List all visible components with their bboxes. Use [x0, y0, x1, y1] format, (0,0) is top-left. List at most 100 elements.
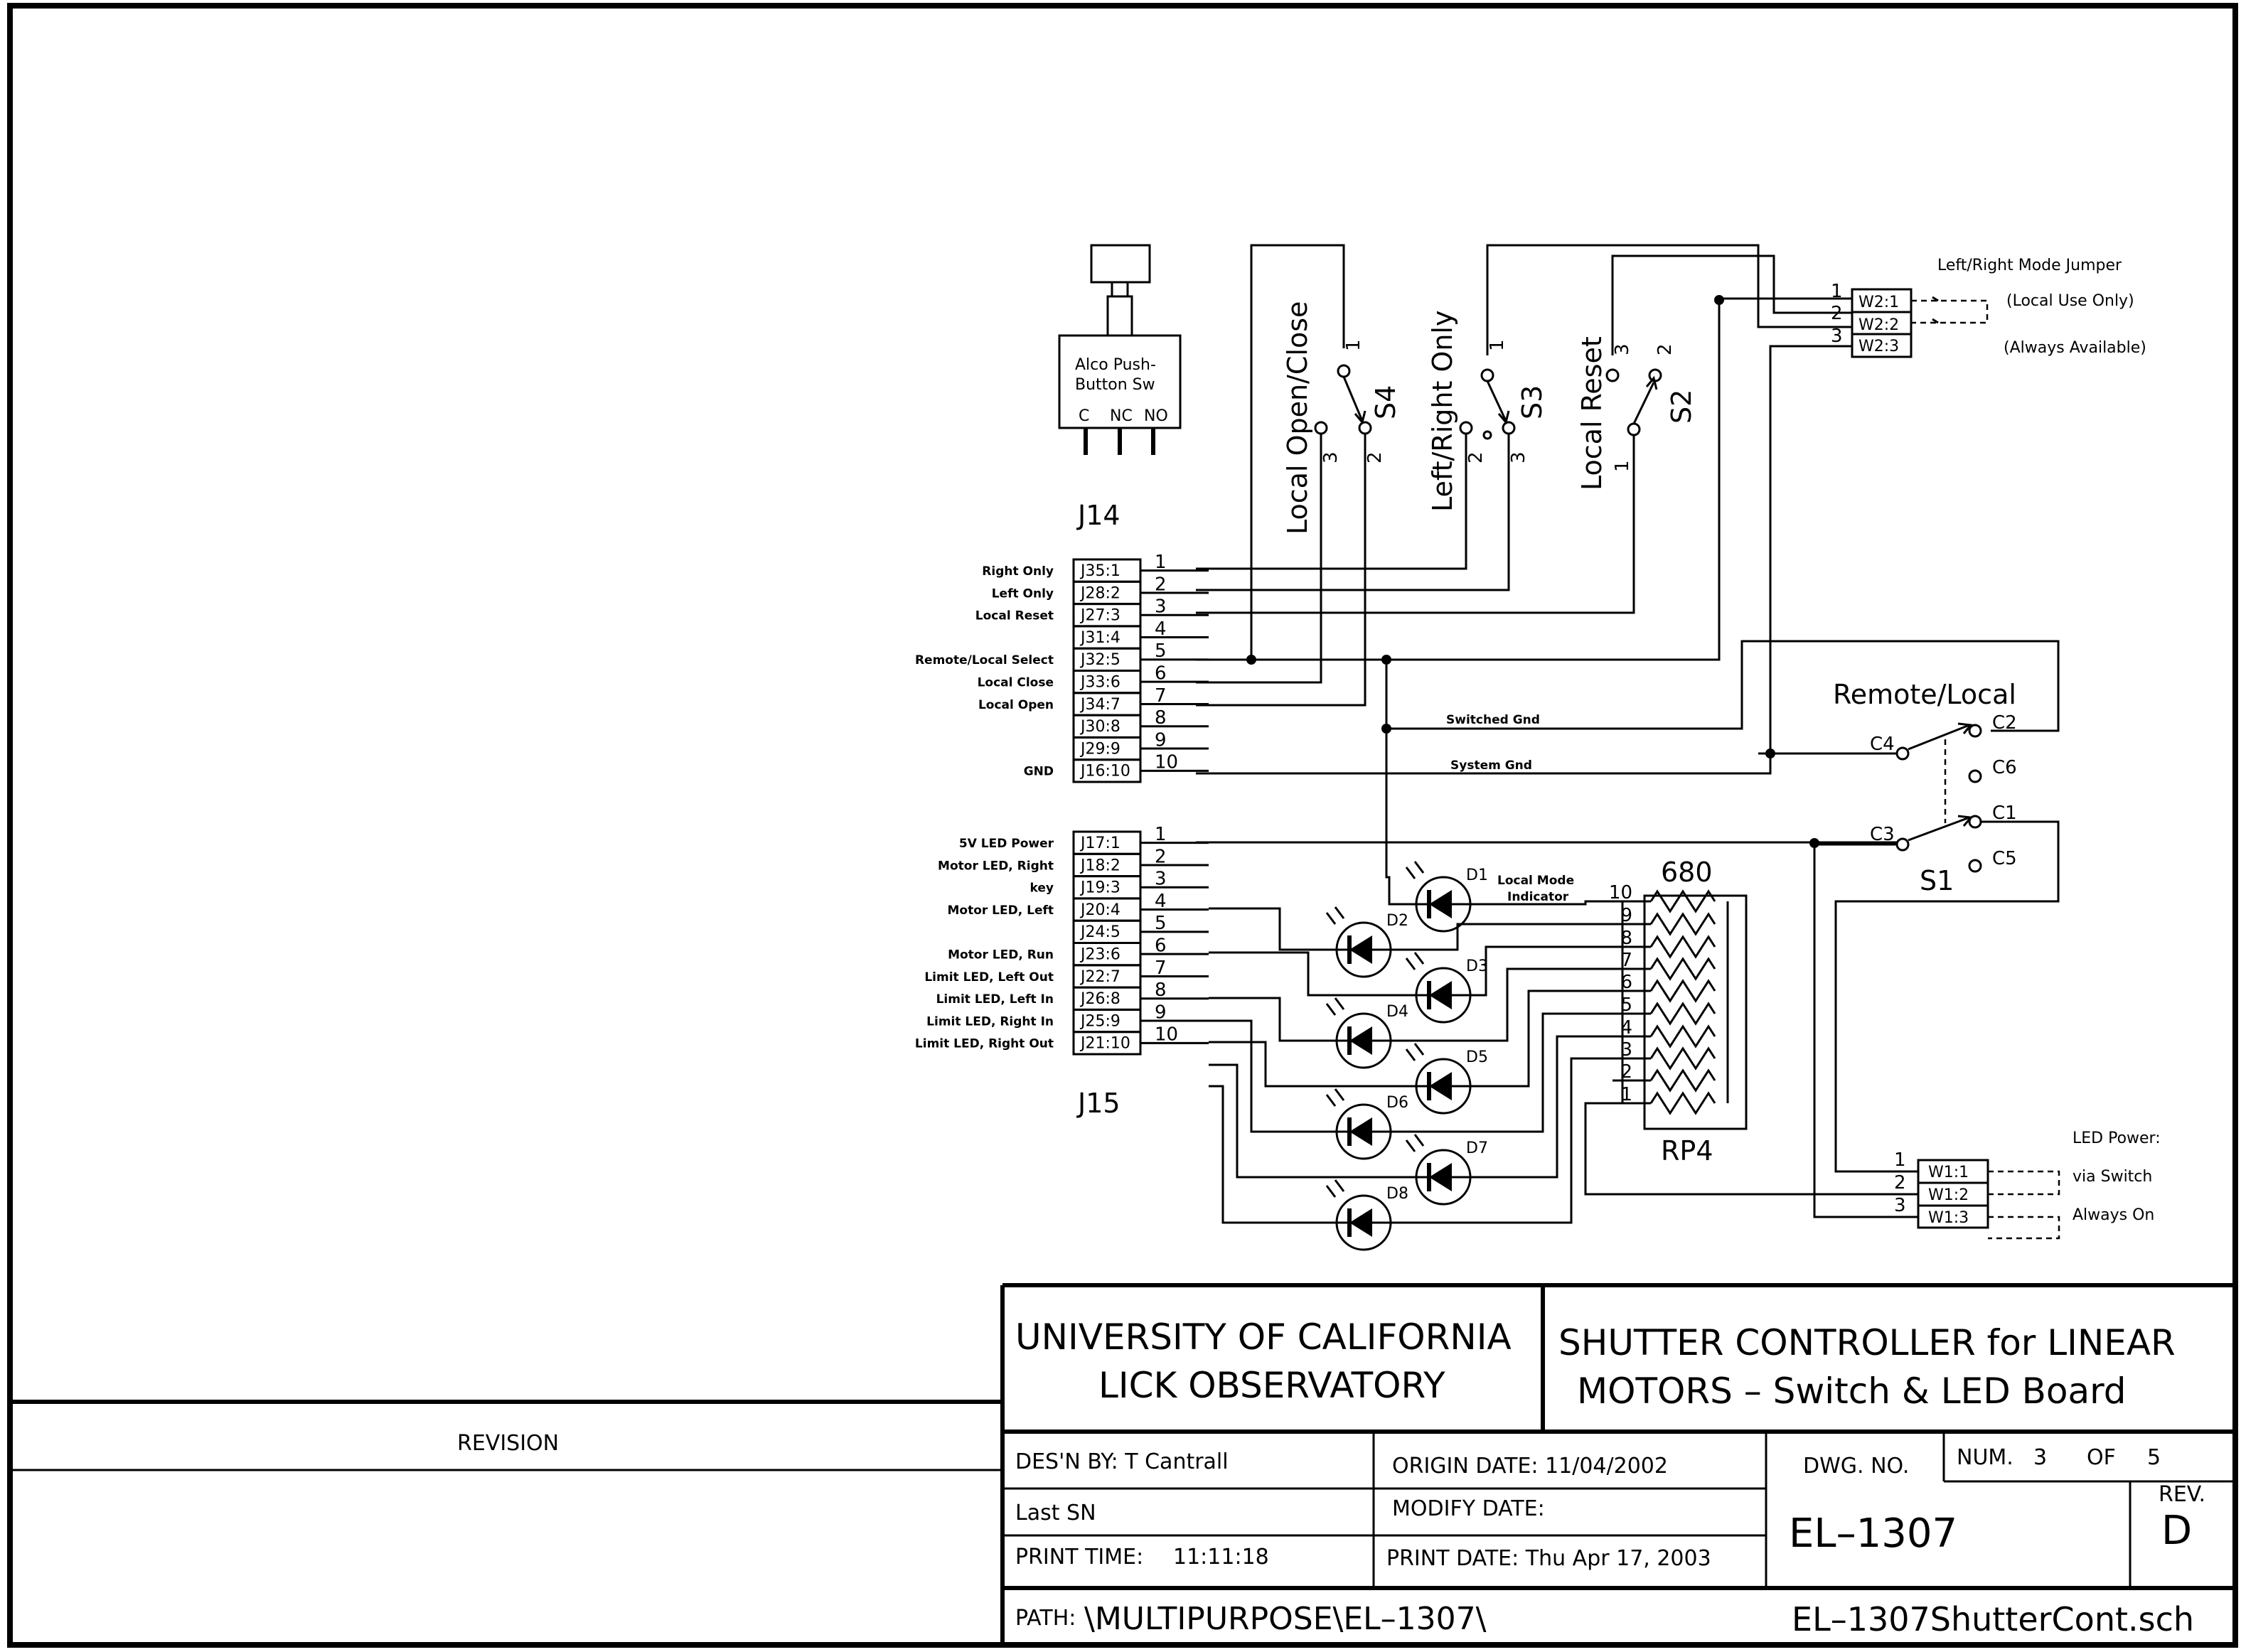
led-ref-label: D2 [1386, 912, 1408, 930]
j14-signal-label: Right Only [982, 564, 1054, 579]
led-ref-label: D7 [1466, 1139, 1488, 1157]
title-line-2: MOTORS – Switch & LED Board [1577, 1371, 2127, 1412]
org-line-2: LICK OBSERVATORY [1098, 1365, 1445, 1406]
j14-pin-ref: J34:7 [1079, 696, 1120, 714]
s2-ref: S2 [1666, 390, 1697, 424]
alco-label-2: Button Sw [1075, 376, 1155, 394]
j14-pin-number: 7 [1155, 685, 1167, 707]
j15-pin-ref: J21:10 [1079, 1035, 1130, 1053]
j15-signal-label: Limit LED, Left In [936, 992, 1054, 1007]
org-line-1: UNIVERSITY OF CALIFORNIA [1015, 1316, 1512, 1358]
led-ref-label: D3 [1466, 958, 1488, 975]
alco-pin-nc: NC [1110, 407, 1133, 425]
j15-pin-number: 5 [1155, 913, 1167, 934]
j15-pin-number: 1 [1155, 824, 1167, 845]
j14-pin-ref: J35:1 [1079, 562, 1120, 580]
j15-signal-label: Limit LED, Right Out [915, 1037, 1054, 1051]
s3-pin1: 1 [1487, 339, 1508, 351]
net-system-gnd: System Gnd [1450, 758, 1532, 773]
j14-pin-ref: J31:4 [1079, 629, 1120, 647]
rp4-pin-number: 6 [1620, 972, 1632, 993]
j14-signal-label: Local Open [978, 698, 1054, 712]
j15-signal-label: 5V LED Power [959, 837, 1054, 851]
jumper-w2 [1758, 288, 1989, 755]
w1-pin2-ref: W1:2 [1928, 1186, 1969, 1204]
rp4-value: 680 [1661, 857, 1713, 888]
revision-label: REVISION [457, 1431, 559, 1456]
j15-pin-ref: J19:3 [1079, 879, 1120, 897]
j15-pin-number: 2 [1155, 846, 1167, 867]
j14-pin-ref: J16:10 [1079, 763, 1130, 781]
j15-pin-ref: J17:1 [1079, 835, 1120, 852]
dwg-no: EL–1307 [1789, 1511, 1957, 1557]
s2-pin2: 2 [1654, 343, 1676, 355]
led-d5-icon [1405, 1043, 1472, 1115]
rev-value: D [2161, 1508, 2192, 1554]
w2-pin2-num: 2 [1831, 303, 1843, 324]
s3-ref: S3 [1517, 385, 1548, 419]
j15-pin-ref: J23:6 [1079, 946, 1120, 964]
filename: EL–1307ShutterCont.sch [1792, 1600, 2194, 1638]
alco-pin-no: NO [1144, 407, 1168, 425]
led-ref-label: D6 [1386, 1094, 1408, 1112]
j14-signal-label: Local Close [978, 676, 1054, 690]
w2-title: Left/Right Mode Jumper [1937, 257, 2122, 274]
j14-pin-number: 1 [1155, 552, 1167, 573]
j15-signal-label: Motor LED, Run [948, 948, 1054, 962]
s1-contact-c1: C1 [1992, 803, 2017, 824]
led-d8-icon [1325, 1179, 1392, 1251]
w1-option-always: Always On [2072, 1206, 2154, 1224]
s1-contact-c6: C6 [1992, 757, 2017, 778]
j15-pin-number: 3 [1155, 869, 1167, 890]
of-value: 5 [2147, 1445, 2161, 1470]
led-ref-label: D5 [1466, 1048, 1488, 1066]
j14-pin-ref: J30:8 [1079, 718, 1120, 736]
w2-pin3-num: 3 [1831, 326, 1843, 347]
w1-pin1-ref: W1:1 [1928, 1164, 1969, 1181]
w1-pin3-ref: W1:3 [1928, 1209, 1969, 1227]
j14-pin-number: 8 [1155, 707, 1167, 729]
w1-title: LED Power: [2072, 1130, 2161, 1147]
s4-ref: S4 [1370, 385, 1401, 419]
rp4-pin-number: 1 [1620, 1084, 1632, 1105]
print-time-label: PRINT TIME: [1015, 1545, 1143, 1570]
j15-pin-number: 6 [1155, 935, 1167, 957]
j15-pin-number: 10 [1155, 1024, 1178, 1046]
rp4-pin-number: 7 [1620, 950, 1632, 971]
j15-pin-ref: J22:7 [1079, 968, 1120, 986]
d1-note-1: Local Mode [1497, 874, 1574, 888]
led-d7-icon [1405, 1134, 1472, 1206]
j14-pin-number: 6 [1155, 663, 1167, 685]
s3-pin2: 2 [1465, 451, 1487, 463]
rp4-pin-number: 9 [1620, 905, 1632, 926]
of-label: OF [2087, 1445, 2116, 1470]
j15-pin-ref: J20:4 [1079, 901, 1120, 919]
j14-pin-number: 3 [1155, 596, 1167, 618]
led-d6-icon [1325, 1088, 1392, 1160]
w1-pin2-num: 2 [1894, 1172, 1906, 1194]
resistor-pack-rp4 [1612, 890, 1748, 1130]
rev-label: REV. [2159, 1482, 2205, 1507]
led-d2-icon [1325, 906, 1392, 978]
dwg-no-label: DWG. NO. [1803, 1454, 1909, 1479]
rp4-pin-number: 4 [1620, 1017, 1632, 1039]
net-local-select [1196, 299, 1721, 661]
switch-s3 [1196, 244, 1852, 591]
alco-pin-c: C [1079, 407, 1089, 425]
j14-pin-number: 10 [1155, 752, 1178, 773]
j15-signal-label: Limit LED, Left Out [924, 970, 1054, 985]
w2-pin1-num: 1 [1831, 281, 1843, 302]
print-time: 11:11:18 [1173, 1545, 1269, 1570]
j15-pin-number: 9 [1155, 1002, 1167, 1023]
rp4-pin-number: 10 [1609, 882, 1632, 903]
s1-ref: S1 [1920, 865, 1954, 896]
j15-signal-label: Motor LED, Left [947, 903, 1054, 918]
w2-option-local: (Local Use Only) [2006, 292, 2134, 310]
print-date: PRINT DATE: Thu Apr 17, 2003 [1386, 1546, 1711, 1571]
j14-pin-ref: J33:6 [1079, 674, 1120, 692]
j15-signal-label: Motor LED, Right [938, 859, 1054, 873]
j15-pin-number: 8 [1155, 980, 1167, 1001]
